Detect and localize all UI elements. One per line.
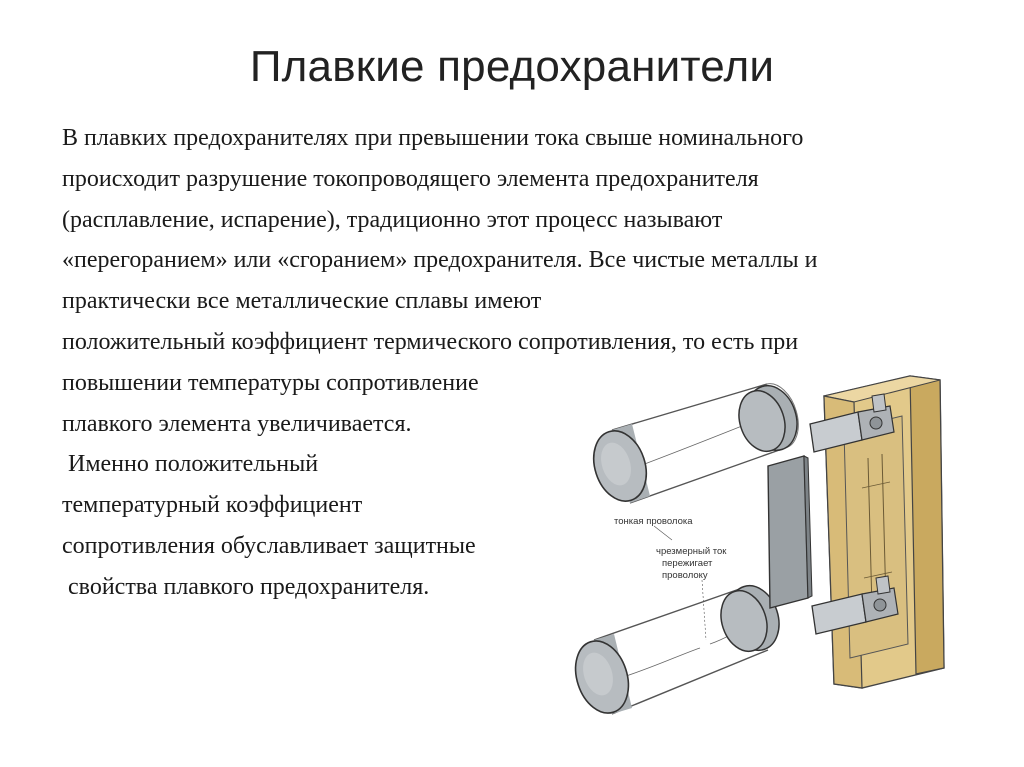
paragraph-line: происходит разрушение токопроводящего эл… xyxy=(62,165,759,192)
paragraph-line: положительный коэффициент термического с… xyxy=(62,328,799,355)
label-overcurrent-3: проволоку xyxy=(662,570,708,581)
fuse-cap xyxy=(720,585,780,653)
lower-contact-clip xyxy=(811,575,899,635)
label-overcurrent-1: чрезмерный ток xyxy=(656,546,727,557)
fuse-cap xyxy=(574,634,632,714)
body-paragraph: В плавких предохранителях при превышении… xyxy=(62,118,992,608)
cover-plate xyxy=(767,455,813,609)
upper-glass-fuse xyxy=(592,383,799,504)
paragraph-line: В плавких предохранителях при превышении… xyxy=(62,125,804,151)
paragraph-line: повышении температуры сопротивление xyxy=(62,369,479,396)
fuse-illustration-svg: тонкая проволока чрезмерный ток пережига… xyxy=(574,375,945,715)
fuse-cap xyxy=(738,385,798,453)
paragraph-line: практически все металлические сплавы име… xyxy=(62,288,542,315)
label-overcurrent-2: пережигает xyxy=(662,558,713,569)
paragraph-line: свойства плавкого предохранителя. xyxy=(62,573,430,600)
lower-glass-fuse xyxy=(574,585,780,715)
page-title: Плавкие предохранители xyxy=(249,42,775,91)
paragraph-line: Именно положительный xyxy=(62,451,319,478)
paragraph-line: сопротивления обуславливает защитные xyxy=(62,532,476,559)
upper-contact-clip xyxy=(809,393,895,453)
fuse-cap xyxy=(592,424,650,503)
label-thin-wire: тонкая проволока xyxy=(614,516,693,527)
fuse-illustration: тонкая проволока чрезмерный ток пережига… xyxy=(572,368,1012,763)
paragraph-line: «перегоранием» или «сгоранием» предохран… xyxy=(62,247,818,274)
paragraph-line: температурный коэффициент xyxy=(62,492,363,519)
paragraph-line: плавкого элемента увеличивается. xyxy=(62,410,412,437)
paragraph-line: (расплавление, испарение), традиционно э… xyxy=(62,206,723,233)
